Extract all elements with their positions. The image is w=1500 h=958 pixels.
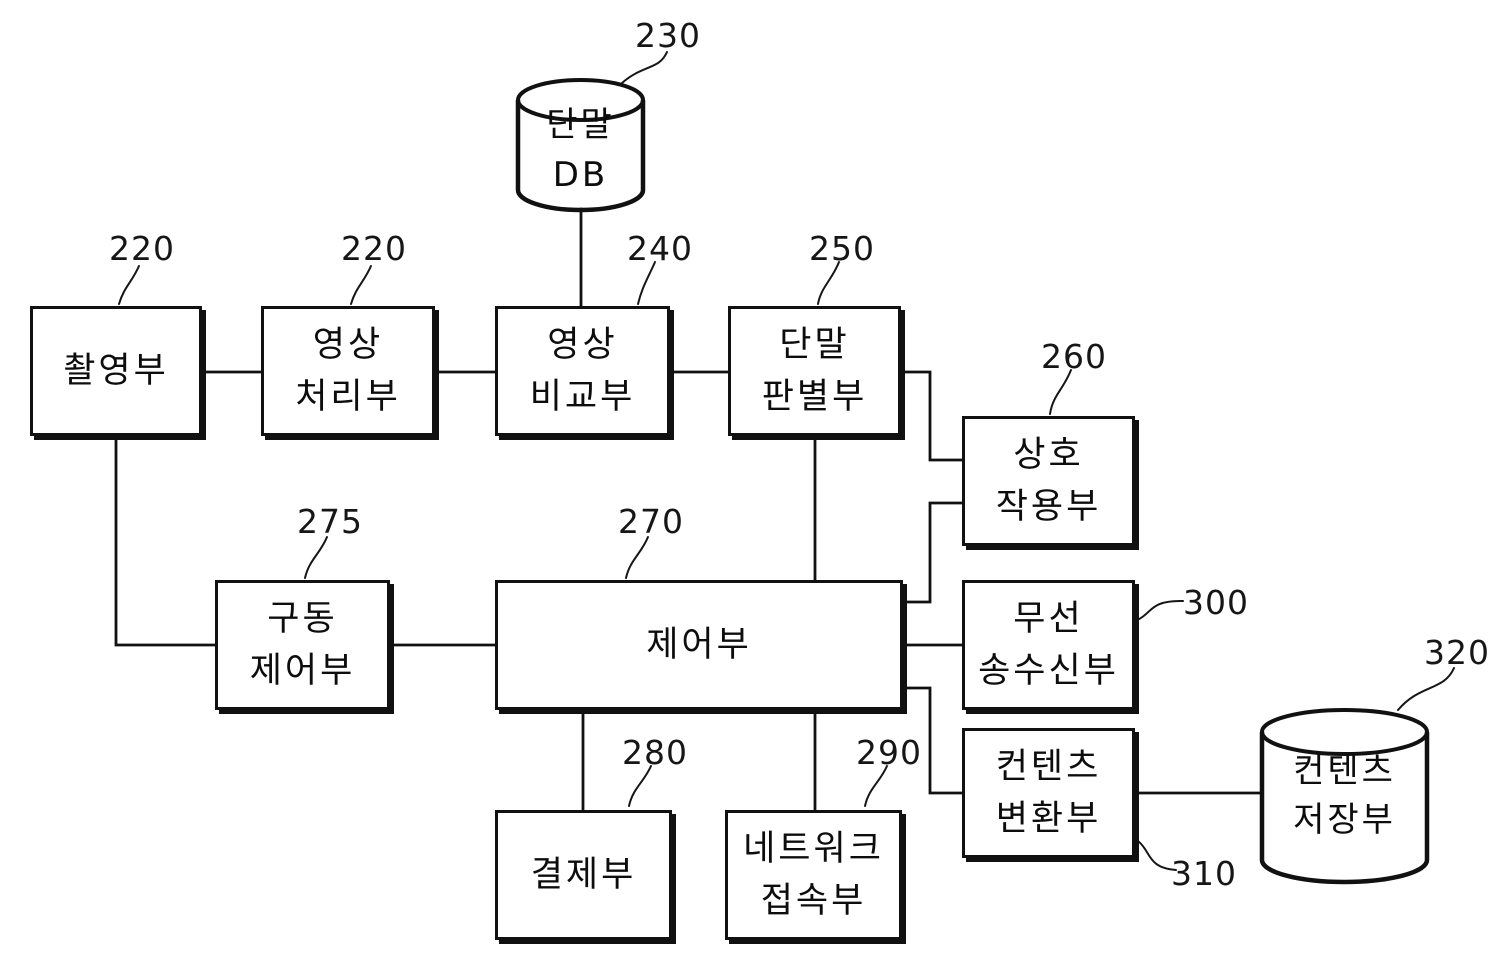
node-content-conversion-unit: 컨텐츠 변환부 [962,728,1135,858]
node-interaction-unit: 상호 작용부 [962,416,1135,546]
node-image-processing-unit: 영상 처리부 [261,306,435,436]
leader-280 [629,766,651,806]
ref-label-220-capture: 220 [109,229,175,268]
ref-label-230: 230 [635,16,701,55]
ref-label-260: 260 [1041,337,1107,376]
connector-terminalident-to-interaction [901,372,962,460]
node-content-storage-unit: 컨텐츠 저장부 [1262,742,1427,850]
ref-label-270: 270 [618,502,684,541]
ref-label-275: 275 [297,502,363,541]
leader-290 [865,766,887,806]
node-payment-unit: 결제부 [495,810,672,940]
node-control-unit: 제어부 [495,580,903,710]
node-wireless-transceiver-unit: 무선 송수신부 [962,580,1135,710]
leader-250 [818,262,839,304]
node-terminal-identification-unit: 단말 판별부 [728,306,901,436]
leader-320 [1398,668,1454,710]
node-terminal-db: 단말 DB [518,103,643,198]
node-capture-unit: 촬영부 [30,306,202,436]
leader-220-imageprocessing [351,266,371,304]
leader-300 [1137,601,1183,620]
ref-label-250: 250 [809,229,875,268]
leader-240 [638,262,655,304]
ref-label-280: 280 [622,733,688,772]
ref-label-220-imageprocessing: 220 [341,229,407,268]
ref-label-300: 300 [1183,583,1249,622]
ref-label-240: 240 [627,229,693,268]
leader-220-capture [119,266,139,304]
ref-label-290: 290 [856,733,922,772]
leader-270 [626,537,648,578]
node-network-access-unit: 네트워크 접속부 [725,810,902,940]
ref-label-320: 320 [1424,633,1490,672]
node-drive-control-unit: 구동 제어부 [215,580,390,710]
node-image-comparison-unit: 영상 비교부 [495,306,670,436]
ref-label-310: 310 [1171,854,1237,893]
leader-275 [305,537,327,578]
connector-capture-to-drivecontrol [116,436,215,645]
connector-interaction-to-control [903,503,962,602]
leader-230 [622,52,667,83]
leader-260 [1050,370,1071,414]
leader-lines [119,52,1454,870]
